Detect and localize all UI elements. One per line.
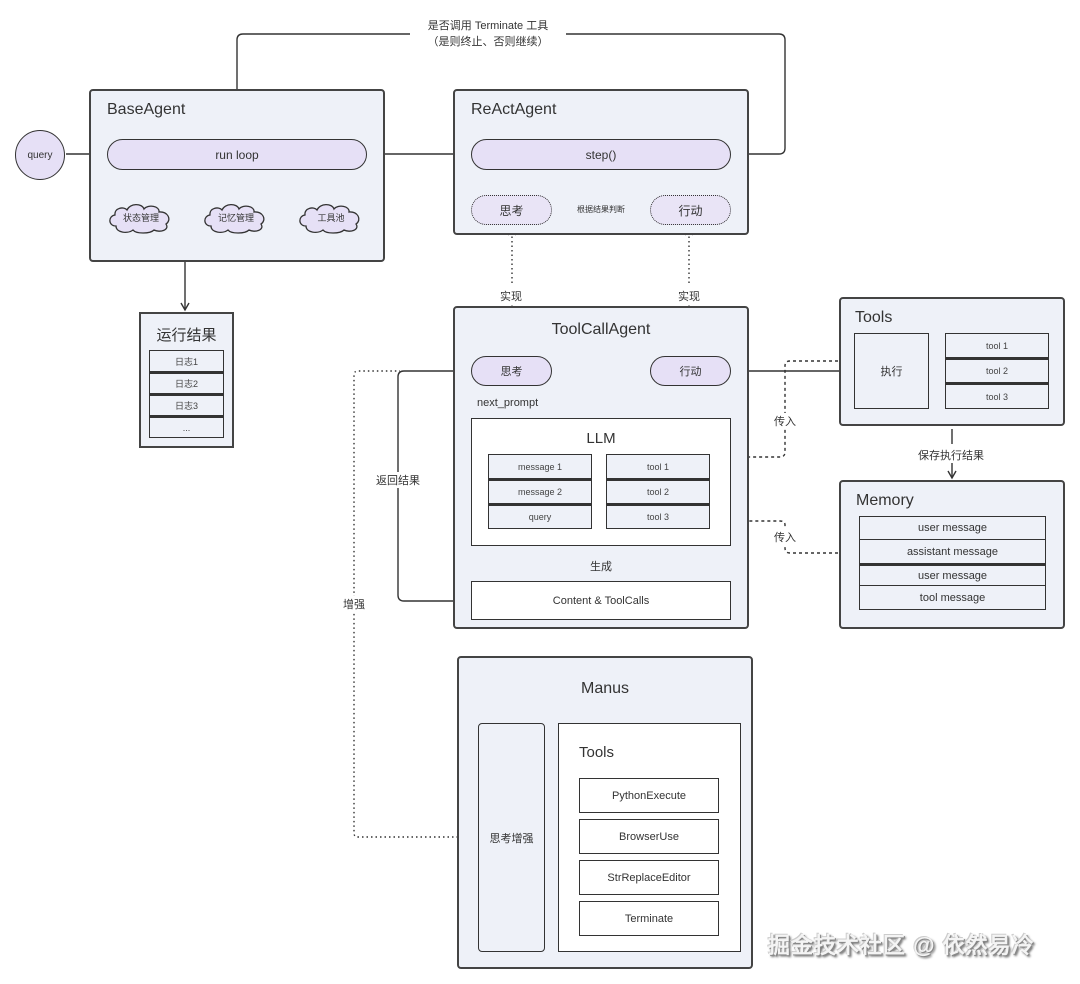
log-item: ... <box>149 416 224 438</box>
return-result-label: 返回结果 <box>376 472 420 488</box>
decide-label: 根据结果判断 <box>577 205 625 214</box>
tools-panel-title: Tools <box>855 309 893 326</box>
base-agent-panel: BaseAgent <box>89 89 385 262</box>
llm-message-item: message 2 <box>488 479 592 504</box>
manus-tools-title: Tools <box>579 744 615 761</box>
enhance-label: 增强 <box>343 596 365 612</box>
memory-management-label: 记忆管理 <box>217 212 254 223</box>
react-think-pill[interactable]: 思考 <box>471 195 552 225</box>
tool-python-execute[interactable]: PythonExecute <box>579 778 719 813</box>
state-management-label: 状态管理 <box>122 212 159 223</box>
cloud-icon <box>204 203 265 234</box>
memory-management-cloud: 记忆管理 <box>201 200 271 234</box>
watermark: 掘金技术社区 @ 依然易冷 <box>768 933 1035 958</box>
memory-message-item: user message <box>859 516 1046 540</box>
log-item: 日志2 <box>149 372 224 394</box>
toolcall-agent-title: ToolCallAgent <box>551 321 651 338</box>
toolcall-act-pill[interactable]: 行动 <box>650 356 731 386</box>
base-agent-title: BaseAgent <box>107 101 186 118</box>
execute-box[interactable]: 执行 <box>854 333 929 409</box>
memory-panel-title: Memory <box>856 492 914 509</box>
implements-think-label: 实现 <box>500 291 522 303</box>
think-enhance-box[interactable]: 思考增强 <box>478 723 545 952</box>
run-result-panel: 运行结果 日志1 日志2 日志3 ... <box>139 312 234 448</box>
memory-pass-in-label: 传入 <box>774 529 796 545</box>
terminate-loop-label-line2: （是则终止、否则继续） <box>427 36 549 48</box>
tools-panel-tool-list: tool 1 tool 2 tool 3 <box>945 333 1049 409</box>
step-pill[interactable]: step() <box>471 139 731 170</box>
query-node[interactable]: query <box>15 130 65 180</box>
llm-message-item: query <box>488 504 592 529</box>
log-item: 日志3 <box>149 394 224 416</box>
memory-message-item: tool message <box>859 586 1046 610</box>
react-act-pill[interactable]: 行动 <box>650 195 731 225</box>
terminate-loop-label: 是否调用 Terminate 工具 （是则终止、否则继续） <box>410 18 566 50</box>
cloud-icon <box>299 203 360 234</box>
run-result-log-list: 日志1 日志2 日志3 ... <box>149 350 224 438</box>
implements-act-label: 实现 <box>678 291 700 303</box>
memory-message-item: user message <box>859 564 1046 586</box>
tool-str-replace-editor[interactable]: StrReplaceEditor <box>579 860 719 895</box>
llm-tool-item: tool 2 <box>606 479 710 504</box>
tool-terminate[interactable]: Terminate <box>579 901 719 936</box>
memory-message-list: user message assistant message user mess… <box>859 516 1046 610</box>
llm-title: LLM <box>586 430 616 447</box>
manus-title: Manus <box>580 680 630 697</box>
tools-panel-tool-item: tool 3 <box>945 383 1049 409</box>
terminate-loop-label-line1: 是否调用 Terminate 工具 <box>427 20 549 32</box>
cloud-icon <box>109 203 170 234</box>
llm-tool-item: tool 1 <box>606 454 710 479</box>
tool-browser-use[interactable]: BrowserUse <box>579 819 719 854</box>
llm-tool-item: tool 3 <box>606 504 710 529</box>
memory-message-item: assistant message <box>859 540 1046 564</box>
llm-tool-list: tool 1 tool 2 tool 3 <box>606 454 710 529</box>
toolcall-think-pill[interactable]: 思考 <box>471 356 552 386</box>
tool-pool-cloud: 工具池 <box>296 200 366 234</box>
save-result-label: 保存执行结果 <box>918 447 984 463</box>
tools-pass-in-label: 传入 <box>774 413 796 429</box>
llm-message-list: message 1 message 2 query <box>488 454 592 529</box>
content-toolcalls-box: Content & ToolCalls <box>471 581 731 620</box>
run-loop-pill[interactable]: run loop <box>107 139 367 170</box>
tool-pool-label: 工具池 <box>317 212 345 223</box>
react-agent-title: ReActAgent <box>471 101 557 118</box>
generate-label: 生成 <box>590 561 612 573</box>
next-prompt-label: next_prompt <box>477 397 539 409</box>
state-management-cloud: 状态管理 <box>106 200 176 234</box>
tools-panel-tool-item: tool 2 <box>945 358 1049 383</box>
run-result-title: 运行结果 <box>156 327 217 344</box>
llm-box: LLM message 1 message 2 query tool 1 too… <box>471 418 731 546</box>
llm-message-item: message 1 <box>488 454 592 479</box>
tools-panel-tool-item: tool 1 <box>945 333 1049 358</box>
log-item: 日志1 <box>149 350 224 372</box>
